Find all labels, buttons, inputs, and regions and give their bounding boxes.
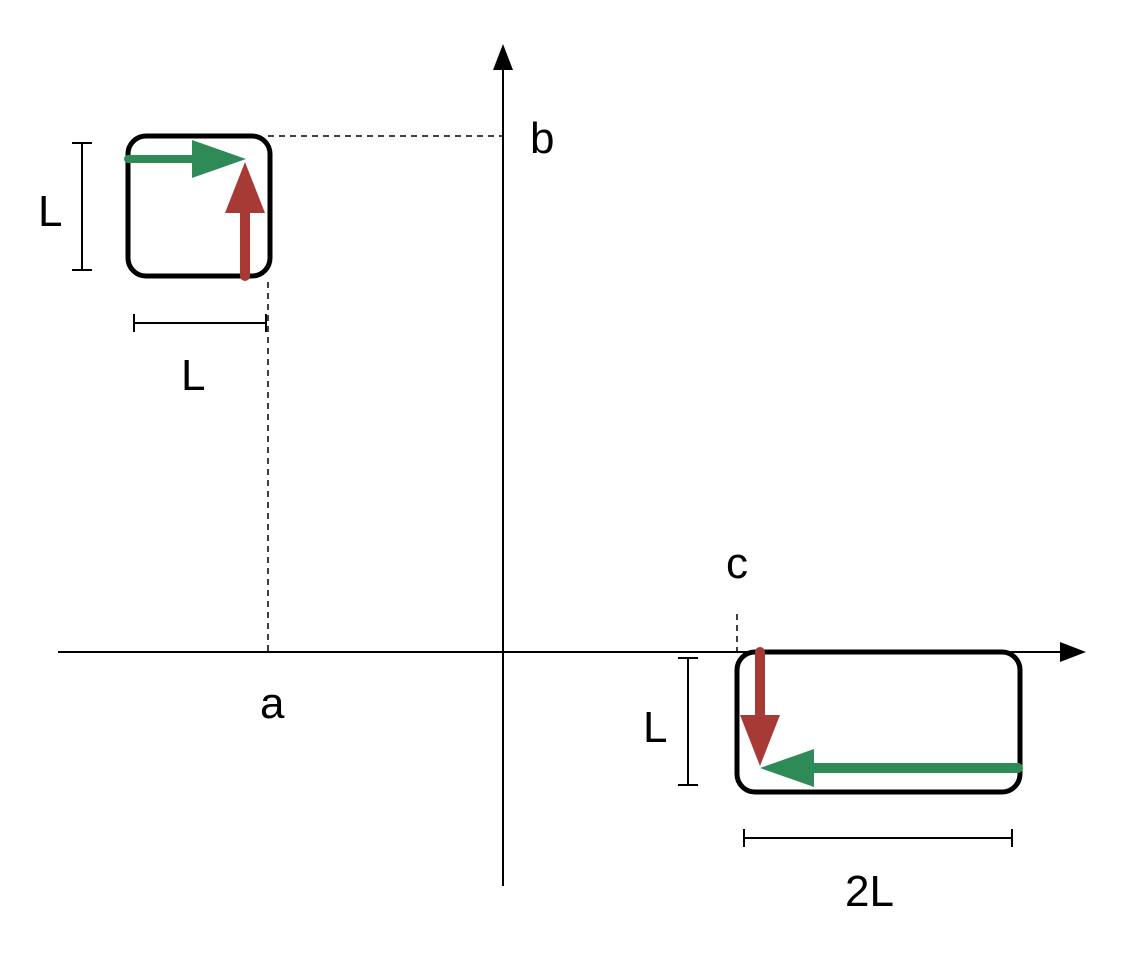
large-width-label: 2L — [845, 867, 894, 916]
label-c: c — [726, 539, 748, 588]
large-width-marker — [743, 829, 1013, 847]
x-axis-arrowhead — [1060, 642, 1086, 662]
small-width-marker — [133, 314, 267, 332]
large-red-arrow — [740, 647, 780, 766]
small-width-label: L — [181, 351, 205, 400]
label-a: a — [260, 679, 285, 728]
small-green-arrow — [124, 140, 246, 178]
small-height-label: L — [38, 187, 62, 236]
small-square — [125, 133, 273, 279]
y-axis-arrowhead — [493, 44, 513, 70]
large-green-arrow — [760, 749, 1023, 787]
large-rectangle — [734, 649, 1023, 795]
guide-lines — [267, 135, 738, 652]
small-height-marker — [72, 142, 92, 271]
small-red-arrow — [225, 162, 265, 281]
label-b: b — [530, 114, 554, 163]
large-height-label: L — [643, 703, 667, 752]
large-height-marker — [678, 657, 698, 786]
